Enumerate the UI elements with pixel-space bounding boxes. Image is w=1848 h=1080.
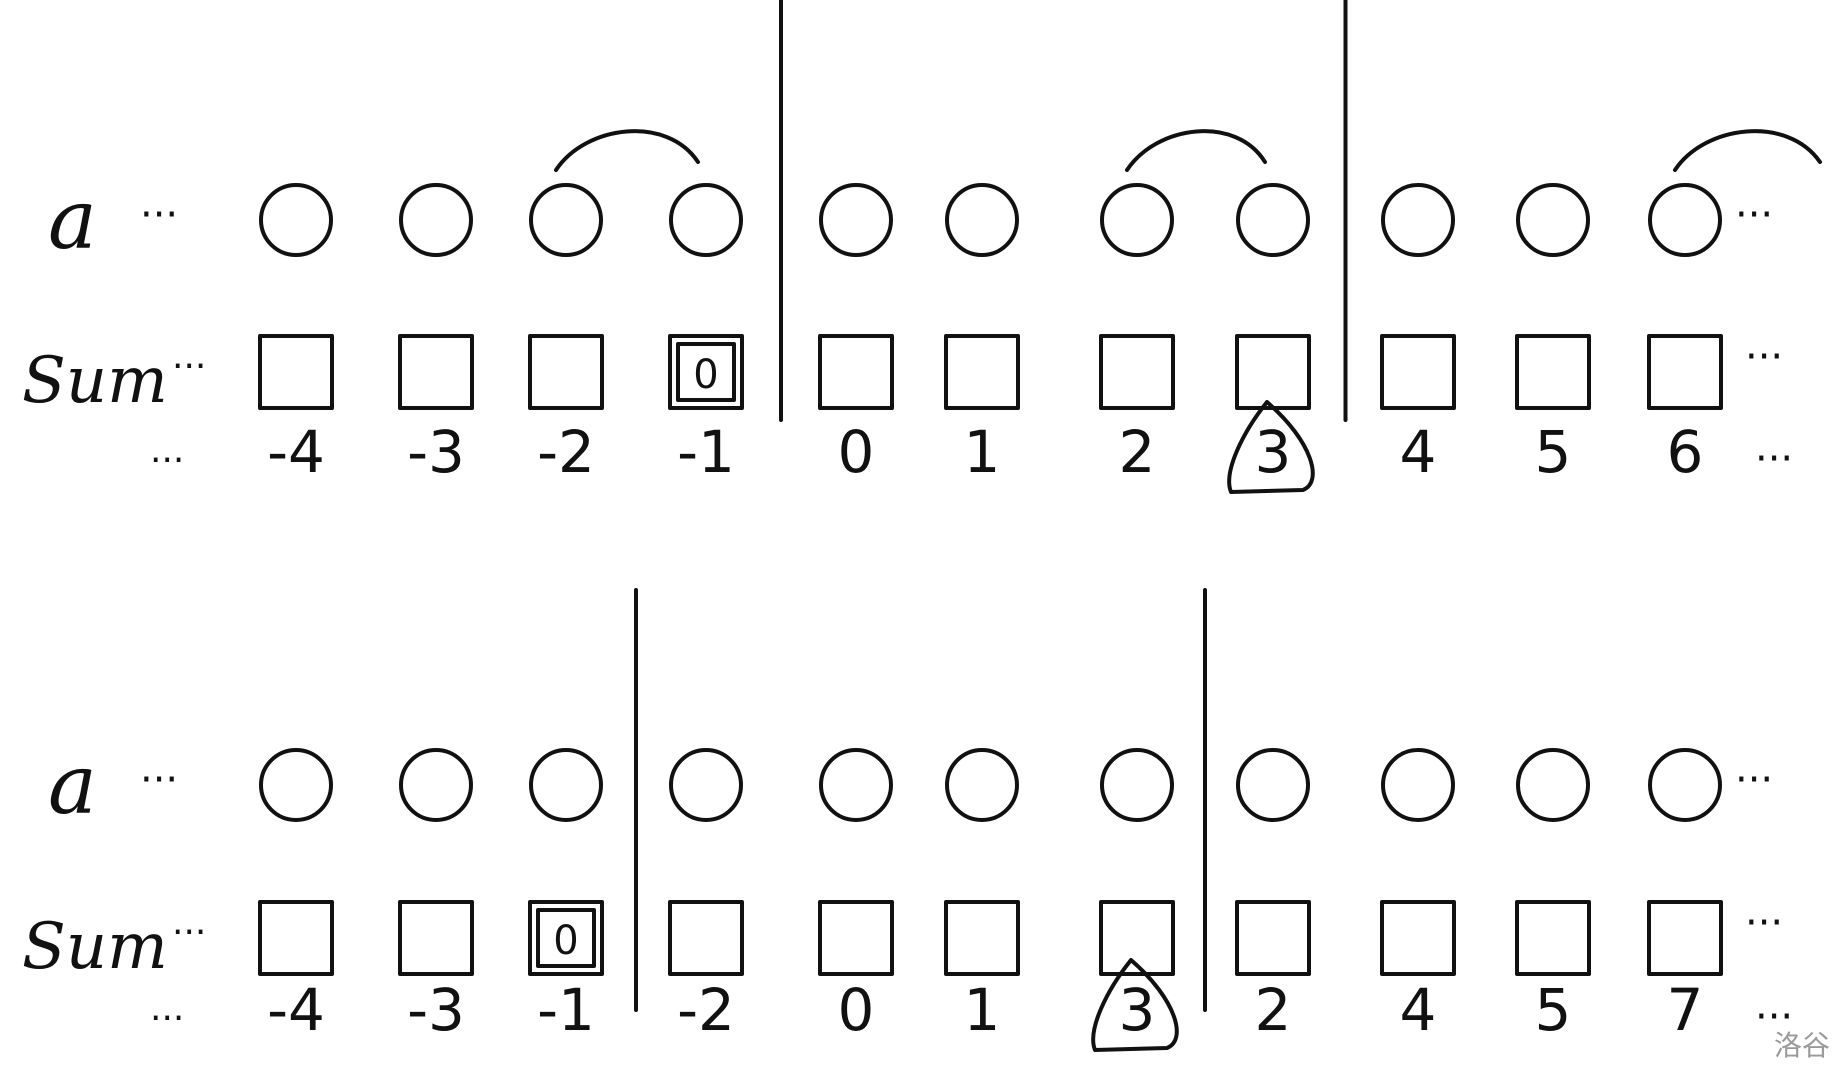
- leading-dots: ···: [140, 192, 178, 238]
- a-element-circle: [1648, 748, 1722, 822]
- segment-arc: [554, 129, 700, 172]
- index-circled-mark: [1091, 958, 1179, 1052]
- zero-box-value: 0: [693, 352, 718, 398]
- zero-inner-box: [676, 342, 736, 402]
- leading-dots: ···: [140, 757, 178, 803]
- leading-dots: ···: [150, 998, 184, 1039]
- a-element-circle: [819, 748, 893, 822]
- row-label-a: a: [48, 738, 97, 833]
- watermark-text: 洛谷: [1774, 1029, 1830, 1062]
- index-label: 1: [964, 418, 1001, 486]
- a-element-circle: [399, 183, 473, 257]
- a-element-circle: [945, 183, 1019, 257]
- sum-box: [528, 900, 604, 976]
- a-element-circle: [1100, 183, 1174, 257]
- index-label: 3: [1255, 418, 1292, 486]
- index-label: 4: [1400, 418, 1437, 486]
- a-element-circle: [1381, 183, 1455, 257]
- index-label: 5: [1535, 976, 1572, 1044]
- sum-box: [1515, 900, 1591, 976]
- trailing-dots: ···: [1755, 994, 1793, 1040]
- leading-dots: ···: [150, 440, 184, 481]
- a-element-circle: [1516, 748, 1590, 822]
- trailing-dots: ···: [1735, 757, 1773, 803]
- sum-box: [1515, 334, 1591, 410]
- row-label-a: a: [48, 173, 97, 268]
- a-element-circle: [1100, 748, 1174, 822]
- sum-box: [1099, 900, 1175, 976]
- index-label: 7: [1667, 976, 1704, 1044]
- sum-box: [818, 900, 894, 976]
- a-element-circle: [819, 183, 893, 257]
- sum-box: [668, 334, 744, 410]
- sum-box: [944, 900, 1020, 976]
- index-label: 2: [1255, 976, 1292, 1044]
- index-label: -4: [267, 976, 325, 1044]
- a-element-circle: [669, 183, 743, 257]
- trailing-dots: ···: [1735, 192, 1773, 238]
- index-label: -2: [677, 976, 735, 1044]
- row-label-sum: Sum: [22, 910, 168, 984]
- sum-box: [1647, 900, 1723, 976]
- index-label: 0: [838, 976, 875, 1044]
- a-element-circle: [1516, 183, 1590, 257]
- a-element-circle: [529, 183, 603, 257]
- index-label: 3: [1119, 976, 1156, 1044]
- index-label: 5: [1535, 418, 1572, 486]
- sum-box: [1099, 334, 1175, 410]
- sum-box: [668, 900, 744, 976]
- sum-box: [398, 334, 474, 410]
- a-element-circle: [529, 748, 603, 822]
- sum-box: [1235, 900, 1311, 976]
- a-element-circle: [1381, 748, 1455, 822]
- trailing-dots: ···: [1745, 334, 1783, 380]
- a-element-circle: [945, 748, 1019, 822]
- index-label: -4: [267, 418, 325, 486]
- index-label: -3: [407, 418, 465, 486]
- segment-arc: [1125, 129, 1267, 172]
- sum-box: [1235, 334, 1311, 410]
- index-label: -3: [407, 976, 465, 1044]
- a-element-circle: [1236, 183, 1310, 257]
- a-element-circle: [259, 748, 333, 822]
- row-label-sum: Sum: [22, 344, 168, 418]
- index-label: 1: [964, 976, 1001, 1044]
- a-element-circle: [399, 748, 473, 822]
- a-element-circle: [1648, 183, 1722, 257]
- sum-box: [398, 900, 474, 976]
- sum-box: [1380, 900, 1456, 976]
- sum-box: [1380, 334, 1456, 410]
- sum-box: [258, 900, 334, 976]
- index-label: 6: [1667, 418, 1704, 486]
- sum-box: [528, 334, 604, 410]
- sum-box: [1647, 334, 1723, 410]
- index-label: -2: [537, 418, 595, 486]
- sum-box: [818, 334, 894, 410]
- segment-arc: [1673, 129, 1822, 172]
- index-label: -1: [677, 418, 735, 486]
- leading-dots: ···: [172, 912, 206, 953]
- index-label: 4: [1400, 976, 1437, 1044]
- index-label: 2: [1119, 418, 1156, 486]
- zero-box-value: 0: [553, 918, 578, 964]
- a-element-circle: [259, 183, 333, 257]
- sum-box: [944, 334, 1020, 410]
- sum-box: [258, 334, 334, 410]
- trailing-dots: ···: [1745, 900, 1783, 946]
- index-circled-mark: [1227, 400, 1315, 494]
- zero-inner-box: [536, 908, 596, 968]
- trailing-dots: ···: [1755, 436, 1793, 482]
- a-element-circle: [1236, 748, 1310, 822]
- index-label: 0: [838, 418, 875, 486]
- a-element-circle: [669, 748, 743, 822]
- leading-dots: ···: [172, 346, 206, 387]
- index-label: -1: [537, 976, 595, 1044]
